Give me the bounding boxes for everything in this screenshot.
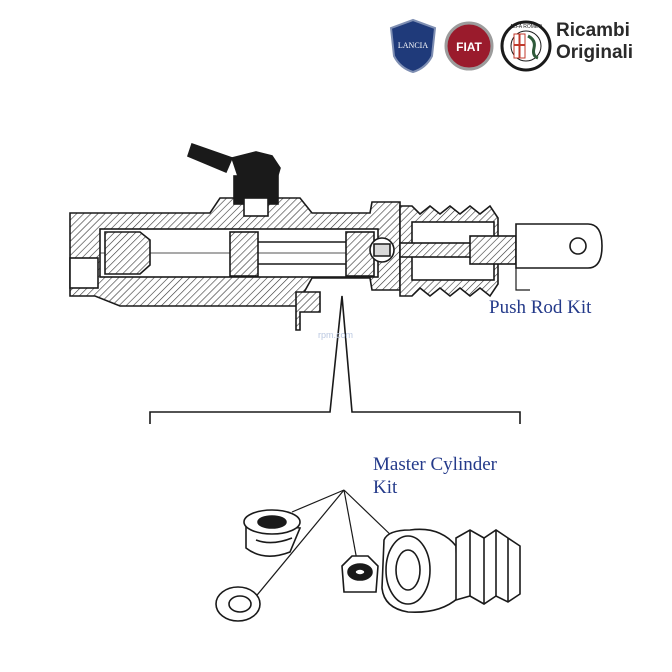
- master-cylinder-kit-leaders: [247, 489, 397, 607]
- reservoir-inlet-fitting: [187, 142, 281, 217]
- secondary-piston: [345, 231, 375, 277]
- push-rod-leader: [515, 268, 530, 291]
- alfa-romeo-logo-text: ALFA ROMEO: [510, 24, 542, 30]
- explosion-bracket: [149, 295, 521, 424]
- reservoir-cap: [243, 509, 302, 557]
- exploded-boot: [455, 529, 521, 605]
- fiat-logo-icon: FIAT: [444, 21, 494, 71]
- seal-nut: [341, 555, 379, 593]
- brand-header: LANCIA FIAT ALFA ROMEO Ricambi Originali: [388, 18, 668, 78]
- exploded-parts: [215, 489, 521, 622]
- cylinder-cross-section: [69, 197, 401, 331]
- push-rod-kit-text: Push Rod Kit: [489, 297, 592, 318]
- lower-nozzle: [295, 291, 321, 331]
- alfa-romeo-logo-icon: ALFA ROMEO: [500, 20, 552, 72]
- cup-seal: [381, 528, 459, 614]
- clevis: [515, 223, 603, 269]
- master-cylinder-kit-line-1: Master Cylinder: [373, 454, 498, 475]
- washer: [215, 586, 261, 622]
- master-cylinder-kit-line-2: Kit: [373, 477, 398, 498]
- lancia-logo-icon: LANCIA: [389, 18, 437, 74]
- clevis-hole: [569, 237, 587, 255]
- push-rod-kit-label: Push Rod Kit: [489, 296, 591, 319]
- primary-piston: [229, 231, 259, 277]
- master-cylinder-kit-label: Master Cylinder Kit: [373, 453, 497, 499]
- brand-line-2: Originali: [556, 42, 634, 63]
- lancia-logo-text: LANCIA: [398, 41, 428, 50]
- push-rod: [399, 223, 603, 269]
- brand-title: Ricambi Originali: [556, 20, 633, 64]
- brand-line-1: Ricambi: [556, 20, 630, 41]
- watermark: rpm.com: [318, 330, 353, 340]
- return-spring: [104, 231, 151, 275]
- fiat-logo-text: FIAT: [456, 40, 482, 54]
- outlet-port: [69, 257, 99, 289]
